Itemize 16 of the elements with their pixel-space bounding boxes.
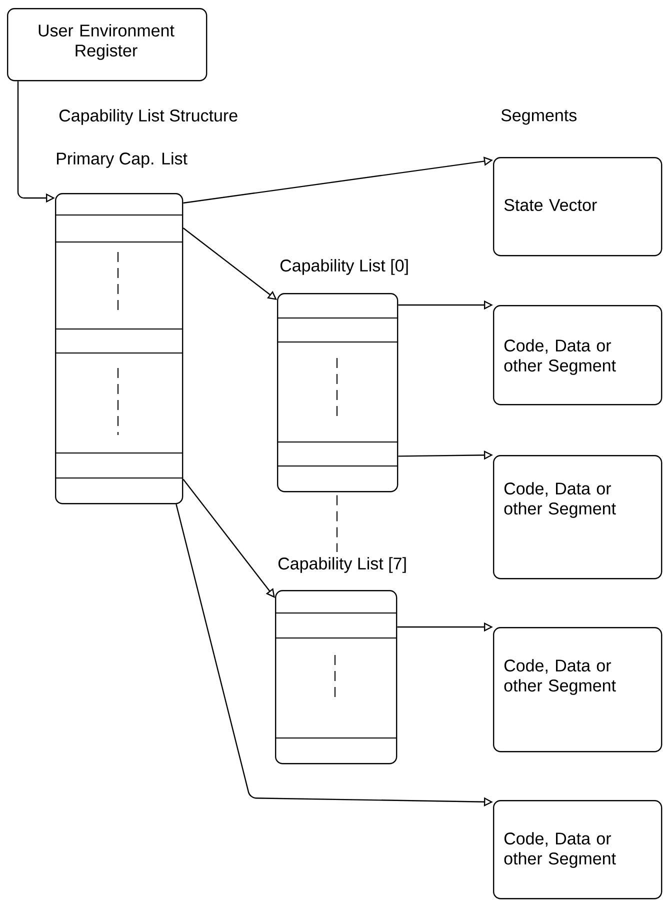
capability-list: Capability List [7] — [274, 557, 406, 764]
segment-box: Code, Data or other Segment — [493, 455, 662, 580]
node-label: Capability List [7] — [278, 557, 406, 573]
arrow — [182, 478, 275, 598]
segment-box: Code, Data or other Segment — [493, 627, 662, 752]
segment-box: Code, Data or other Segment — [493, 800, 662, 900]
node-label: Primary Cap. List — [56, 152, 188, 168]
heading: Segments — [501, 109, 577, 125]
heading: Capability List Structure — [59, 109, 238, 125]
segment-box: Code, Data or other Segment — [493, 305, 662, 406]
arrow — [182, 228, 277, 300]
capability-list: Capability List [0] — [276, 259, 408, 492]
segment-box: State Vector — [493, 157, 662, 256]
register-box: User Environment Register — [7, 8, 208, 82]
capability-list: Primary Cap. List — [54, 152, 188, 504]
node-label: Capability List [0] — [280, 259, 408, 275]
